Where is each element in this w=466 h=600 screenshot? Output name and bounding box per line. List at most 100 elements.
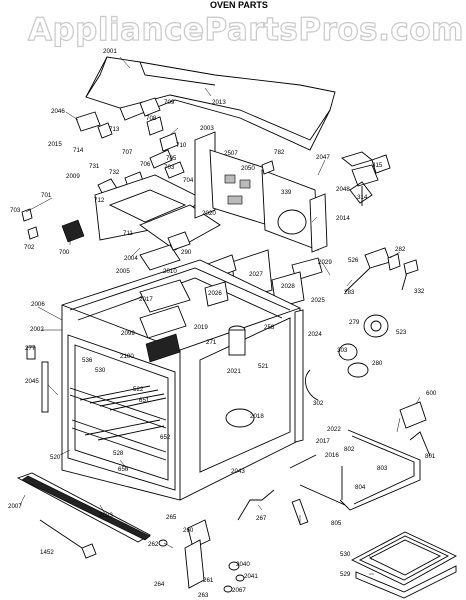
part-label: 2507 bbox=[224, 150, 238, 157]
part-label: 2021 bbox=[227, 368, 241, 375]
part-label: 522 bbox=[133, 386, 144, 393]
part-label: 703 bbox=[164, 164, 175, 171]
part-label: 2006 bbox=[31, 301, 45, 308]
part-label: 523 bbox=[396, 329, 407, 336]
part-label: 700 bbox=[59, 249, 70, 256]
part-label: 530 bbox=[340, 551, 351, 558]
part-label: 2016 bbox=[325, 452, 339, 459]
convection-fan-part bbox=[341, 151, 391, 206]
part-label: 315 bbox=[372, 162, 383, 169]
part-label: 2003 bbox=[200, 125, 214, 132]
part-label: 530 bbox=[95, 367, 106, 374]
part-label: 600 bbox=[426, 390, 437, 397]
part-label: 2001 bbox=[103, 48, 117, 55]
part-label: 712 bbox=[94, 197, 105, 204]
part-label: 2023 bbox=[99, 512, 113, 519]
part-label: 731 bbox=[89, 163, 100, 170]
part-label: 2018 bbox=[250, 413, 264, 420]
part-label: 258 bbox=[264, 324, 275, 331]
part-label: 283 bbox=[344, 289, 355, 296]
part-label: 2019 bbox=[194, 324, 208, 331]
part-label: 707 bbox=[122, 149, 133, 156]
diagram-title: OVEN PARTS bbox=[210, 0, 268, 10]
part-label: 710 bbox=[176, 142, 187, 149]
part-label: 2022 bbox=[327, 426, 341, 433]
part-label: 262 bbox=[148, 541, 159, 548]
part-label: 332 bbox=[414, 288, 425, 295]
part-label: 703 bbox=[10, 207, 21, 214]
part-label: 801 bbox=[425, 453, 436, 460]
part-label: 282 bbox=[395, 246, 406, 253]
part-label: 260 bbox=[183, 527, 194, 534]
part-label: 2017 bbox=[316, 438, 330, 445]
control-panel-bracket-part bbox=[94, 174, 221, 271]
part-label: 2099 bbox=[121, 330, 135, 337]
part-label: 711 bbox=[123, 230, 133, 237]
part-label: 2017 bbox=[139, 296, 153, 303]
part-label: 2046 bbox=[51, 108, 65, 115]
part-label: 804 bbox=[355, 484, 366, 491]
part-label: 2040 bbox=[236, 561, 250, 568]
front-rail-part bbox=[26, 346, 49, 413]
bottom-parts bbox=[16, 454, 457, 599]
part-label: 302 bbox=[313, 400, 324, 407]
part-label: 529 bbox=[340, 571, 351, 578]
part-label: 528 bbox=[113, 450, 124, 457]
part-label: 2047 bbox=[316, 154, 330, 161]
part-label: 802 bbox=[344, 446, 355, 453]
part-label: 2100 bbox=[120, 353, 134, 360]
part-label: 2007 bbox=[8, 503, 22, 510]
part-label: 2015 bbox=[48, 141, 62, 148]
part-label: 2026 bbox=[208, 290, 222, 297]
part-label: 2045 bbox=[25, 378, 39, 385]
part-label: 1452 bbox=[40, 549, 54, 556]
part-label: 263 bbox=[198, 592, 209, 599]
part-label: 261 bbox=[203, 577, 214, 584]
part-label: 520 bbox=[50, 454, 61, 461]
part-label: 732 bbox=[109, 169, 120, 176]
part-label: 526 bbox=[348, 257, 359, 264]
part-label: 303 bbox=[337, 347, 348, 354]
part-label: 651 bbox=[139, 397, 150, 404]
part-label: 2027 bbox=[249, 271, 263, 278]
part-label: 713 bbox=[109, 126, 120, 133]
part-label: 290 bbox=[181, 249, 192, 256]
oven-cavity-body bbox=[61, 259, 304, 501]
part-label: 280 bbox=[372, 360, 383, 367]
part-label: 2043 bbox=[231, 468, 245, 475]
part-label: 314 bbox=[357, 194, 368, 201]
part-label: 2009 bbox=[66, 173, 80, 180]
watermark-text: AppliancePartsPros.com bbox=[28, 12, 464, 48]
part-label: 2067 bbox=[232, 587, 246, 594]
part-label: 277 bbox=[25, 345, 36, 352]
part-label: 704 bbox=[183, 177, 194, 184]
part-label: 2050 bbox=[241, 165, 255, 172]
part-label: 714 bbox=[73, 147, 84, 154]
part-label: 2028 bbox=[281, 283, 295, 290]
part-label: 709 bbox=[164, 99, 175, 106]
top-cover-part bbox=[85, 56, 336, 151]
part-label: 2005 bbox=[116, 268, 130, 275]
part-label: 2041 bbox=[244, 573, 258, 580]
part-label: 339 bbox=[281, 189, 292, 196]
part-labels: 2001 2013 2046 2015 714 713 707 708 709 … bbox=[8, 48, 437, 599]
part-label: 701 bbox=[41, 192, 52, 199]
part-label: 2010 bbox=[163, 268, 177, 275]
part-label: 2025 bbox=[311, 297, 325, 304]
oven-light-part bbox=[305, 314, 389, 401]
part-label: 264 bbox=[154, 581, 165, 588]
part-label: 536 bbox=[82, 357, 93, 364]
part-label: 271 bbox=[206, 339, 217, 346]
part-label: 279 bbox=[349, 319, 360, 326]
part-label: 708 bbox=[146, 115, 157, 122]
part-label: 702 bbox=[24, 244, 35, 251]
part-label: 652 bbox=[160, 434, 171, 441]
broil-element-part bbox=[299, 401, 431, 511]
part-label: 782 bbox=[274, 149, 285, 156]
door-latch-switch-part bbox=[344, 247, 419, 293]
part-label: 2002 bbox=[30, 326, 44, 333]
part-label: 2048 bbox=[336, 186, 350, 193]
part-label: 705 bbox=[166, 155, 177, 162]
part-label: 2013 bbox=[212, 99, 226, 106]
control-board-part bbox=[194, 131, 328, 253]
